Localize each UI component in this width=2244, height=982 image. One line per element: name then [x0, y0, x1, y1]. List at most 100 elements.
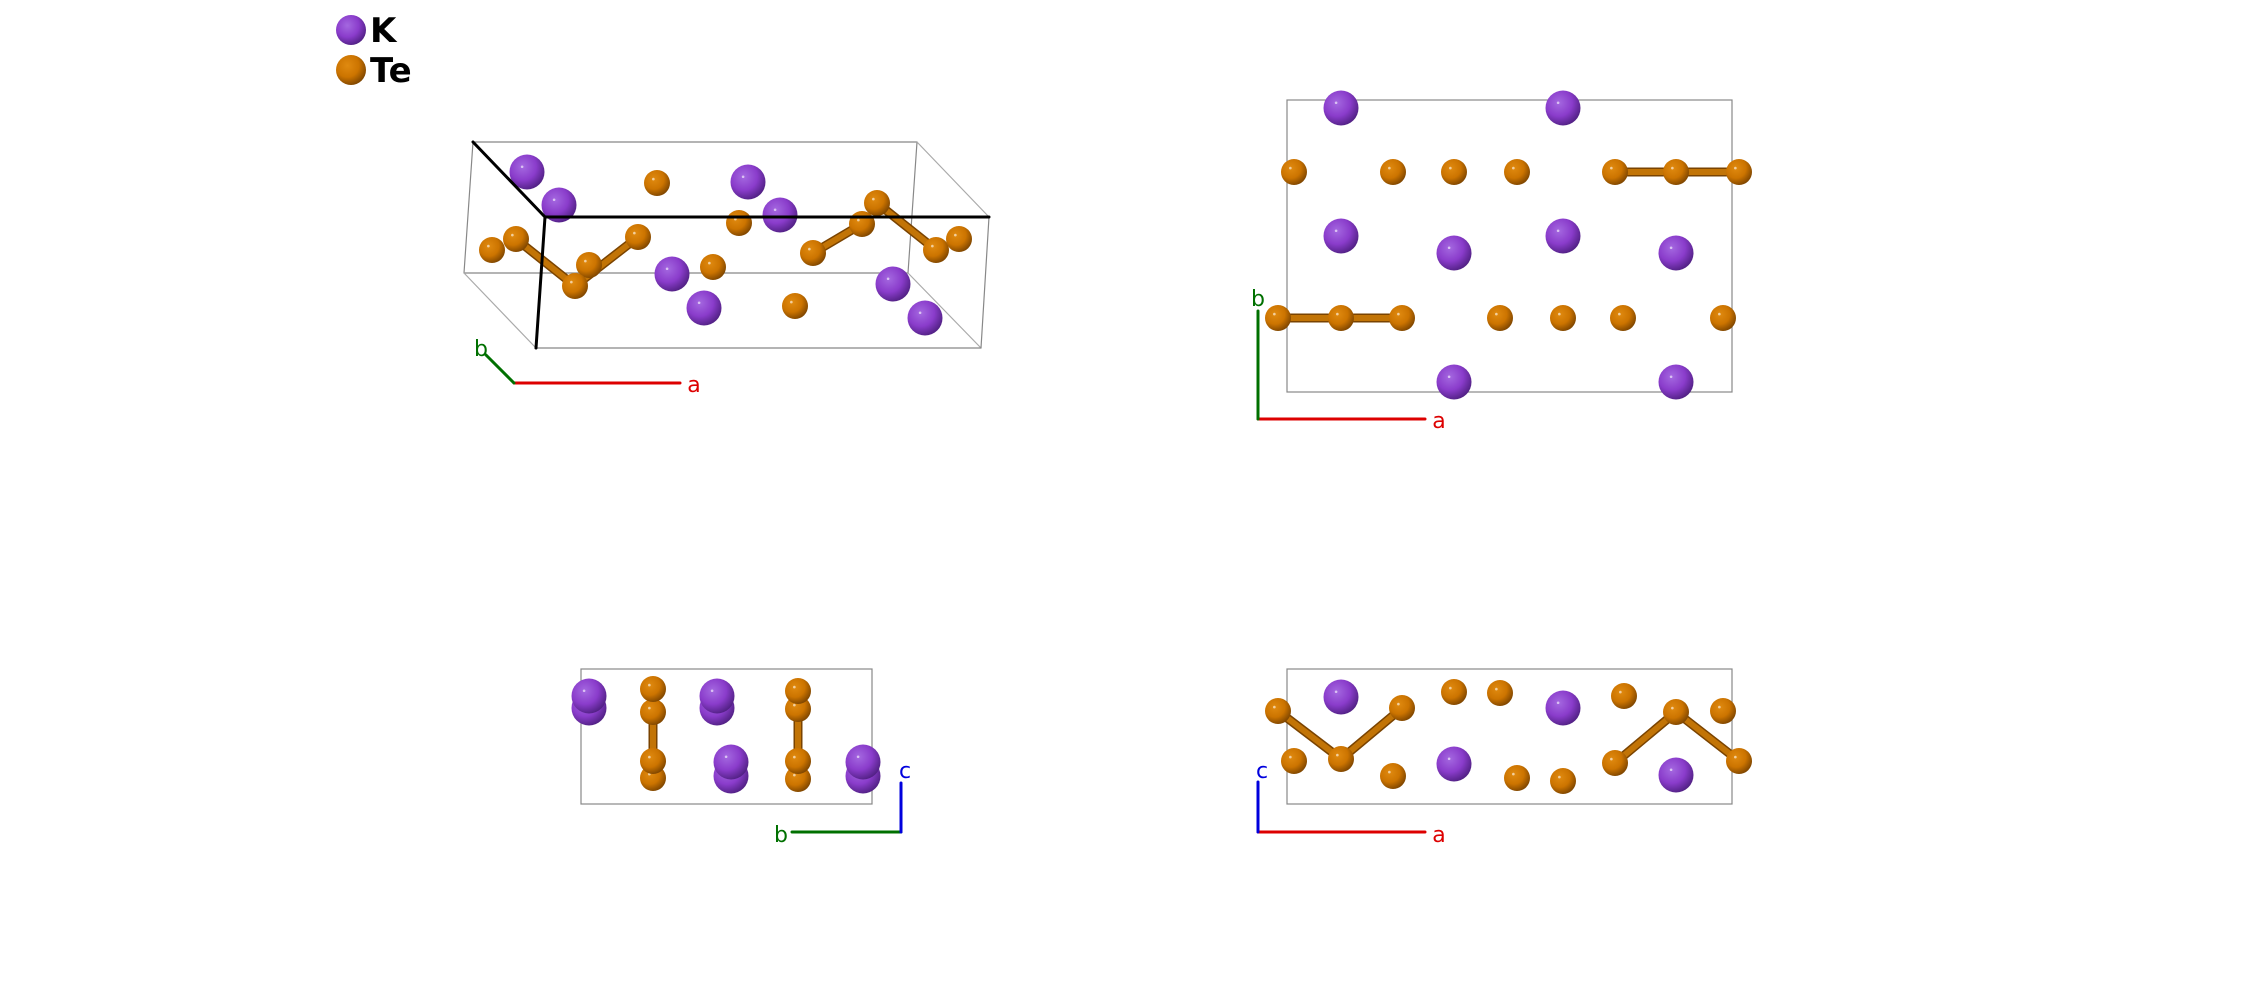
legend-item-k: K — [336, 11, 398, 51]
tellurium-sphere — [1504, 765, 1530, 791]
potassium-atom — [1323, 90, 1359, 126]
potassium-atom — [1323, 679, 1359, 715]
tellurium-atom — [849, 211, 875, 237]
tellurium-sphere — [1550, 768, 1576, 794]
tellurium-atom — [1504, 765, 1530, 791]
unit-cell-outline — [1286, 668, 1733, 805]
specular-highlight — [954, 233, 957, 237]
view-along-a-panel: bc — [571, 668, 911, 848]
specular-highlight — [1558, 775, 1561, 779]
potassium-atom — [907, 300, 943, 336]
tellurium-sphere — [1265, 698, 1291, 724]
unit-cell-edge — [463, 141, 474, 274]
legend-label-te: Te — [370, 51, 412, 91]
tellurium-sphere — [1663, 159, 1689, 185]
specular-highlight — [1734, 166, 1737, 170]
tellurium-sphere — [1380, 159, 1406, 185]
tellurium-atom — [644, 170, 670, 196]
specular-highlight — [1397, 312, 1400, 316]
tellurium-atom — [625, 224, 651, 250]
specular-highlight — [1669, 246, 1673, 250]
unit-cell-outline — [580, 668, 873, 805]
tellurium-atom — [1328, 746, 1354, 772]
tellurium-sphere — [1550, 305, 1576, 331]
unit-cell-edge — [980, 216, 990, 349]
specular-highlight — [724, 755, 728, 759]
potassium-sphere — [1323, 218, 1359, 254]
potassium-sphere — [1545, 218, 1581, 254]
tellurium-atom — [726, 210, 752, 236]
tellurium-sphere — [1610, 305, 1636, 331]
tellurium-sphere — [700, 254, 726, 280]
legend-item-te: Te — [336, 51, 412, 91]
potassium-atom — [1658, 364, 1694, 400]
specular-highlight — [633, 231, 636, 235]
potassium-sphere — [571, 678, 607, 714]
tellurium-atom — [785, 678, 811, 704]
tellurium-sphere — [562, 273, 588, 299]
view-along-b-panel: ac — [1256, 668, 1752, 848]
specular-highlight — [582, 689, 586, 693]
potassium-sphere — [699, 678, 735, 714]
tellurium-atom — [1602, 159, 1628, 185]
tellurium-sphere — [1602, 750, 1628, 776]
potassium-sphere — [907, 300, 943, 336]
potassium-sphere — [730, 164, 766, 200]
specular-highlight — [1289, 755, 1292, 759]
tellurium-sphere — [1441, 679, 1467, 705]
potassium-sphere — [1323, 679, 1359, 715]
specular-highlight — [1495, 312, 1498, 316]
specular-highlight — [793, 755, 796, 759]
tellurium-sphere — [782, 293, 808, 319]
potassium-atom — [571, 678, 607, 714]
tellurium-sphere — [923, 237, 949, 263]
specular-highlight — [1671, 706, 1674, 710]
axis-label-a: a — [687, 373, 700, 398]
potassium-atom — [1436, 364, 1472, 400]
potassium-sphere — [1658, 364, 1694, 400]
potassium-atom — [762, 197, 798, 233]
tellurium-atom — [1281, 748, 1307, 774]
potassium-sphere — [1545, 690, 1581, 726]
tellurium-sphere — [640, 699, 666, 725]
potassium-sphere — [654, 256, 690, 292]
potassium-sphere — [1436, 364, 1472, 400]
specular-highlight — [918, 311, 922, 315]
tellurium-sphere — [1389, 695, 1415, 721]
specular-highlight — [872, 197, 875, 201]
potassium-atom — [509, 154, 545, 190]
potassium-sphere — [686, 290, 722, 326]
specular-highlight — [665, 267, 669, 271]
tellurium-sphere — [1710, 305, 1736, 331]
specular-highlight — [1512, 166, 1515, 170]
potassium-sphere — [875, 266, 911, 302]
specular-highlight — [697, 301, 701, 305]
potassium-atom — [730, 164, 766, 200]
specular-highlight — [1447, 246, 1451, 250]
potassium-atom — [845, 744, 881, 780]
specular-highlight — [886, 277, 890, 281]
legend-label-k: K — [370, 11, 398, 51]
tellurium-atom — [946, 226, 972, 252]
tellurium-sphere — [785, 748, 811, 774]
specular-highlight — [648, 706, 651, 710]
tellurium-atom — [1710, 698, 1736, 724]
te-te-bond — [1338, 705, 1405, 762]
axis-label-b: b — [774, 823, 788, 848]
specular-highlight — [1334, 690, 1338, 694]
tellurium-atom — [1602, 750, 1628, 776]
specular-highlight — [1718, 705, 1721, 709]
potassium-atom — [1545, 690, 1581, 726]
potassium-sphere — [845, 744, 881, 780]
potassium-sphere — [713, 744, 749, 780]
tellurium-atom — [1663, 159, 1689, 185]
specular-highlight — [1669, 375, 1673, 379]
tellurium-sphere — [1389, 305, 1415, 331]
tellurium-atom — [1663, 699, 1689, 725]
specular-highlight — [793, 703, 796, 707]
axis-label-b: b — [474, 337, 488, 362]
specular-highlight — [1447, 375, 1451, 379]
specular-highlight — [552, 198, 556, 202]
tellurium-sphere — [1504, 159, 1530, 185]
